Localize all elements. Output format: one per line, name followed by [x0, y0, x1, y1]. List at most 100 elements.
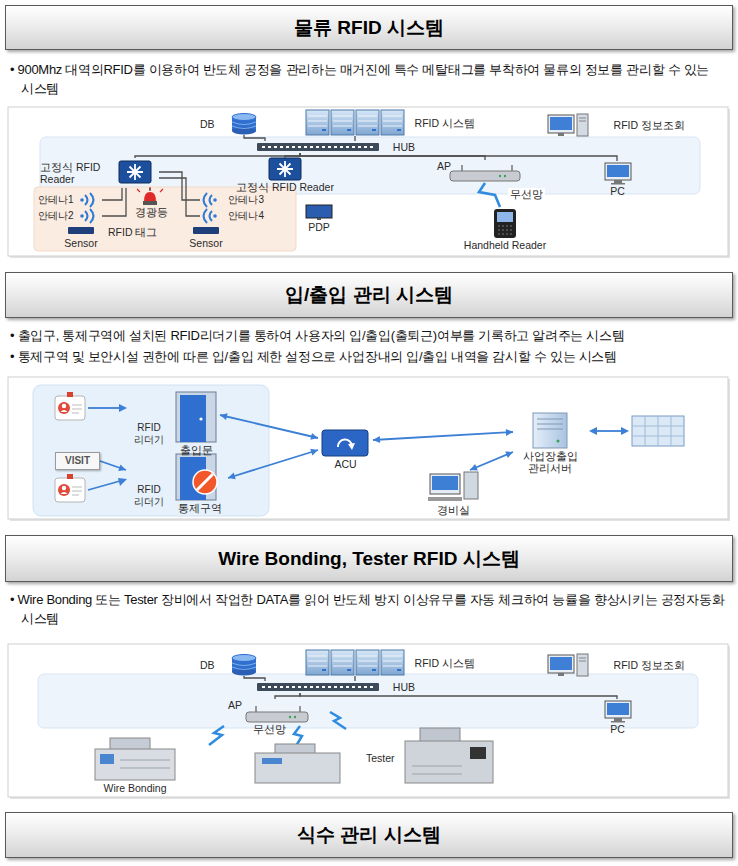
antenna: 안테나1	[38, 193, 102, 207]
hub-icon	[257, 143, 379, 151]
access-point: AP	[437, 160, 522, 183]
node-label: DB	[200, 118, 215, 130]
node-label: 안테나2	[38, 210, 74, 222]
network-band	[40, 137, 700, 194]
badge-arrow	[88, 481, 120, 490]
wire-bonder: Wire Bonding	[85, 736, 185, 794]
description-bullet: • 900Mhz 대역의RFID를 이용하여 반도체 공정을 관리하는 매거진에…	[10, 60, 726, 98]
database: DB	[200, 654, 260, 676]
node-label: 안테나3	[228, 194, 264, 206]
guard-pc-icon	[430, 474, 460, 494]
description-bullet: • Wire Bonding 또는 Tester 장비에서 작업한 DATA를 …	[10, 590, 726, 628]
guard-pc-icon	[428, 472, 478, 501]
header-title: 물류 RFID 시스템	[294, 16, 444, 40]
node-label: 고정식 RFID Reader	[236, 181, 334, 193]
guard-pc-icon	[432, 476, 458, 490]
wire-bonder-machine	[120, 760, 170, 768]
antenna-dot	[213, 198, 217, 202]
node-label: 사업장출입 관리서버	[515, 450, 585, 474]
guard-pc-icon	[464, 472, 478, 499]
node-label: Sensor	[64, 237, 97, 249]
connector	[149, 188, 150, 191]
sensor-icon	[193, 227, 219, 234]
arrowhead	[506, 429, 513, 436]
node-label: AP	[437, 160, 451, 172]
node-label: RFID 리더기	[128, 422, 170, 446]
node-label: PDP	[308, 221, 330, 233]
hub-icon	[262, 146, 374, 148]
device-arrow	[595, 430, 622, 432]
node-label: RFID 정보조회	[614, 659, 685, 671]
access-point: AP무선망	[228, 699, 310, 735]
door-icon	[193, 470, 217, 494]
antenna: 안테나3	[200, 193, 264, 207]
connector	[373, 432, 513, 440]
pc: PC	[600, 699, 635, 735]
arrowhead	[470, 464, 478, 470]
panel	[8, 644, 728, 797]
node-label: RFID 시스템	[415, 117, 475, 129]
wireless-bolt	[209, 726, 224, 745]
antenna-dot	[80, 214, 84, 218]
connector	[470, 452, 513, 470]
description-bullet: • 통제구역 및 보안시설 권한에 따른 입/출입 제한 설정으로 사업장내의 …	[10, 347, 726, 366]
pdp-icon	[306, 205, 332, 220]
acu-icon	[322, 430, 368, 456]
field-area	[34, 187, 296, 251]
node-label: DB	[200, 659, 215, 671]
id-badge	[55, 474, 85, 502]
id-badge	[55, 392, 85, 420]
warning-light-icon	[137, 187, 163, 192]
badge-arrow	[119, 404, 127, 412]
pc-icon	[605, 163, 631, 723]
door-icon	[197, 474, 213, 490]
pdp-display: PDP	[300, 203, 338, 233]
tester-machine	[405, 741, 493, 783]
connector	[244, 676, 265, 681]
node-label: Wire Bonding	[103, 782, 166, 794]
terminal-icon	[548, 654, 588, 676]
hub-icon	[257, 683, 379, 691]
info-terminal: RFID 정보조회	[545, 653, 685, 677]
process-machine	[262, 758, 282, 764]
acu-icon	[348, 443, 355, 450]
node-label: 안테나1	[38, 194, 74, 206]
node-label: 안테나4	[228, 210, 264, 222]
hub-icon	[262, 686, 374, 688]
section-header: Wire Bonding, Tester RFID 시스템	[5, 535, 733, 582]
door-icon	[176, 392, 217, 500]
handheld-reader: Handheld Reader	[455, 207, 555, 251]
connector	[220, 415, 318, 438]
connector	[102, 188, 126, 216]
pdp-icon	[317, 218, 321, 220]
node-label: 고정식 RFID Reader	[40, 161, 110, 185]
database-icon	[232, 655, 256, 676]
connector	[244, 135, 265, 141]
visit-card: VISIT	[55, 452, 100, 470]
terminal-icon	[548, 114, 588, 676]
wire-bonder-machine	[100, 754, 114, 764]
restricted-door: 통제구역	[172, 452, 228, 514]
panel	[8, 107, 730, 799]
rfid-reader: 고정식 RFID Reader	[40, 158, 159, 188]
server-tower	[533, 413, 567, 448]
sensor-icon	[68, 227, 94, 234]
tester-machine	[412, 766, 462, 774]
part-label: Tester	[366, 752, 395, 764]
node-label: PC	[610, 185, 625, 197]
warning-light-icon	[144, 192, 156, 201]
antenna-icon	[85, 193, 94, 207]
reader-icon	[119, 158, 301, 481]
handheld-icon	[494, 209, 516, 238]
pc-icon	[605, 701, 631, 723]
network-hub: HUB	[255, 141, 415, 153]
connector	[300, 693, 617, 699]
section-header: 입/출입 관리 시스템	[5, 272, 733, 318]
connector	[300, 153, 617, 161]
arrowhead	[373, 436, 380, 443]
server-tower	[533, 413, 567, 448]
node-label: Handheld Reader	[464, 239, 546, 251]
door-icon	[176, 454, 216, 500]
info-terminal: RFID 정보조회	[545, 113, 685, 137]
